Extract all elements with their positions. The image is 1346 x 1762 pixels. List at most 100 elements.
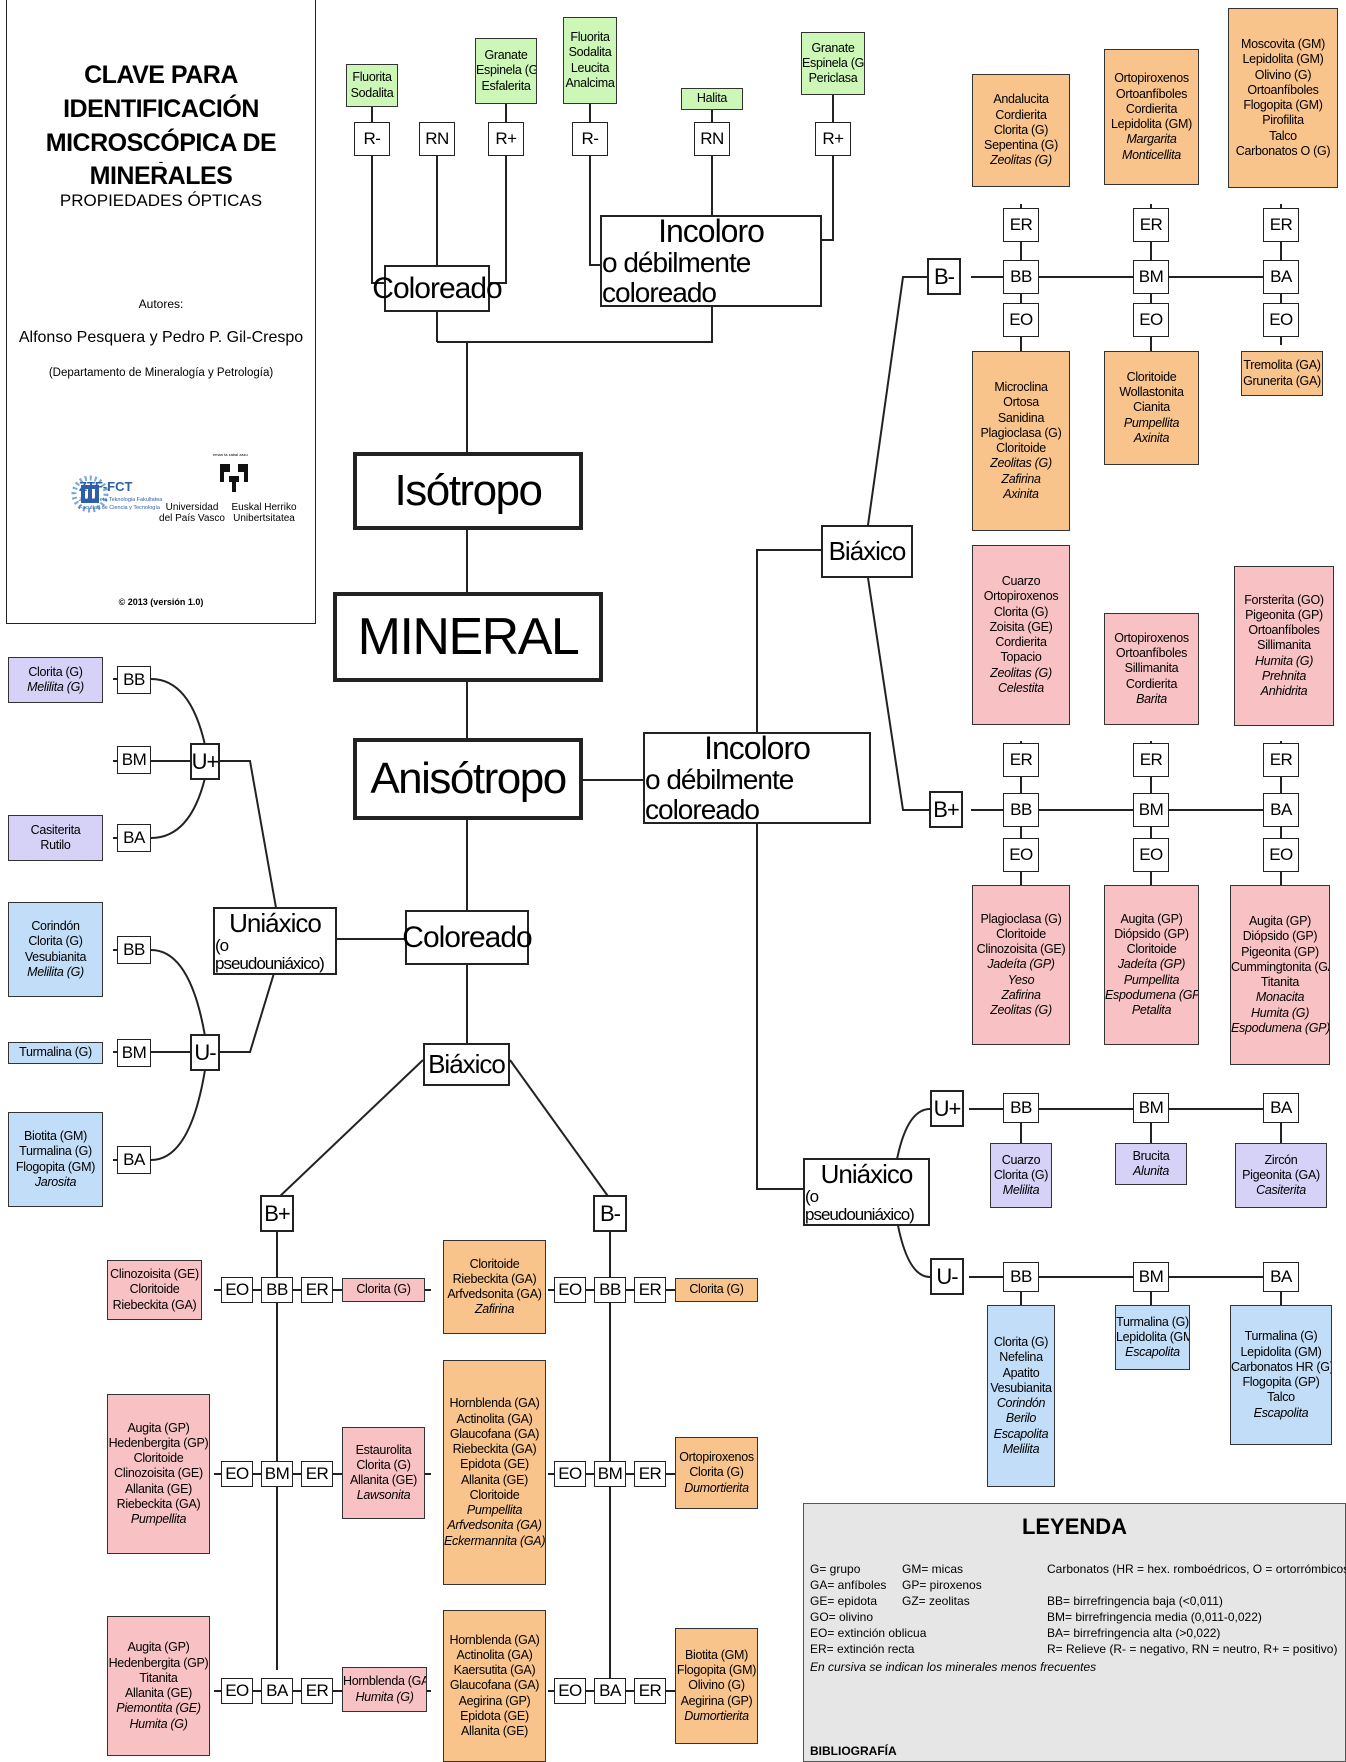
right-bminus: B-	[927, 258, 961, 295]
legend-gm: GM= micas	[902, 1562, 964, 1576]
mineral-item: Sepentina (G)	[984, 138, 1058, 153]
mineral-item: Piemontita (GE)	[116, 1701, 201, 1716]
node-left-biaxico: Biáxico	[423, 1043, 510, 1086]
cb-bp-ba-eo-code: EO	[221, 1678, 253, 1704]
right-bm-bb: BB	[1003, 260, 1039, 294]
mineral-item: Actinolita (GA)	[456, 1411, 533, 1426]
legend-bibliografia: BIBLIOGRAFÍA	[810, 1744, 897, 1758]
mineral-item: Titanita	[1260, 975, 1300, 989]
upv-eu-line1: Euskal Herriko	[231, 502, 297, 513]
mineral-item: Humita (G)	[1250, 1005, 1310, 1020]
mineral-item: Vesubianita	[990, 1380, 1052, 1395]
mineral-item: Escapolita	[993, 1426, 1049, 1441]
mineral-item: Brucita	[1132, 1148, 1170, 1163]
mineral-item: Hedenbergita (GP)	[108, 1655, 209, 1670]
right-bp-bm-eo: EO	[1133, 838, 1169, 872]
legend-go: GO= olivino	[810, 1610, 874, 1624]
mineral-item: Flogopita (GM)	[676, 1663, 757, 1678]
right-bp-bb-er: ER	[1003, 743, 1039, 777]
left-uminus: U-	[190, 1034, 220, 1071]
cb-bm-bm-eo-code: EO	[554, 1461, 586, 1487]
mineral-item: Hornblenda (GA)	[343, 1674, 426, 1689]
mineral-item: Jadeíta (GP)	[1117, 957, 1186, 972]
mineral-item: Zafirina	[1001, 987, 1041, 1002]
mineral-item: Olivino (G)	[1254, 67, 1312, 82]
minerals-bplus-ba-er: Forsterita (GO)Pigeonita (GP)Ortoanfíbol…	[1234, 566, 1334, 726]
mineral-item: Allanita (GE)	[461, 1724, 528, 1739]
mineral-item: Clorita (G)	[28, 664, 83, 679]
mineral-item: Ortoanfíboles	[1247, 82, 1319, 97]
mineral-item: Clorita (G)	[993, 1167, 1049, 1182]
mineral-item: Zircón	[1264, 1152, 1298, 1167]
minerals-left-uminus-bm: Turmalina (G)	[8, 1042, 103, 1064]
mineral-item: Cianita	[1133, 400, 1170, 415]
mineral-item: Arfvedsonita (GA)	[447, 1518, 542, 1533]
legend-gp: GP= piroxenos	[902, 1578, 982, 1592]
mineral-item: Espinela (G)	[476, 63, 536, 78]
mineral-item: Espodumena (GP)	[1231, 1020, 1329, 1035]
cb-bp-bb-eo-code: EO	[221, 1277, 253, 1303]
legend-bb: BB= birrefringencia baja (<0,011)	[1047, 1594, 1223, 1608]
right-bp-bb-eo: EO	[1003, 838, 1039, 872]
mineral-item: Clorita (G)	[689, 1282, 744, 1297]
node-left-uniaxico: Uniáxico (o pseudouniáxico)	[213, 907, 337, 975]
right-bm-bm-er: ER	[1133, 208, 1169, 242]
legend-er: ER= extinción recta	[810, 1642, 915, 1656]
mineral-item: Flogopita (GM)	[15, 1159, 96, 1174]
mineral-item: Sodalita	[350, 85, 394, 100]
mineral-item: Jadeíta (GP)	[987, 957, 1055, 972]
mineral-item: Ortopiroxenos	[983, 589, 1059, 604]
mineral-item: Glaucofana (GA)	[449, 1678, 540, 1693]
mineral-item: Clorita (G)	[689, 1465, 744, 1480]
mineral-item: Lepidolita (GM)	[1240, 1344, 1322, 1359]
mineral-item: Cloritoide	[1126, 369, 1177, 384]
upv-ehu-tree-icon	[220, 464, 248, 492]
mineral-item: Augita (GP)	[127, 1640, 190, 1655]
mineral-item: Esfalerita	[481, 78, 531, 93]
mineral-item: Espodumena (GP)	[1105, 987, 1198, 1002]
mineral-item: Fluorita	[570, 30, 610, 44]
mineral-item: Ortopiroxenos	[1114, 71, 1189, 86]
mineral-item: Cordierita	[1125, 676, 1178, 691]
authors-names: Alfonso Pesquera y Pedro P. Gil-Crespo	[18, 329, 304, 346]
mineral-item: Ortoanfíboles	[1115, 646, 1188, 661]
mineral-item: Turmalina (G)	[1244, 1329, 1318, 1344]
minerals-col-bminus-bm-eo: Hornblenda (GA)Actinolita (GA)Glaucofana…	[443, 1360, 546, 1585]
mineral-item: Aegirina (GP)	[680, 1693, 753, 1708]
right-bm-ba: BA	[1263, 260, 1299, 294]
iso-inc-rn: RN	[694, 122, 730, 156]
mineral-item: Zafirina	[474, 1302, 515, 1317]
cb-bm-bm-code: BM	[594, 1461, 626, 1487]
iso-incoloro-line1: Incoloro	[658, 212, 765, 249]
right-um-bm: BM	[1133, 1262, 1169, 1292]
iso-col-rn: RN	[419, 122, 455, 156]
mineral-item: Pigeonita (GP)	[1241, 944, 1319, 959]
mineral-item: Augita (GP)	[1248, 914, 1311, 928]
mineral-item: Escapolita	[1125, 1345, 1180, 1360]
mineral-item: Ortopiroxenos	[1114, 630, 1189, 645]
mineral-item: Barita	[1136, 691, 1167, 706]
cb-bp-bb-code: BB	[261, 1277, 293, 1303]
mineral-item: Sillimanita	[1257, 638, 1311, 653]
mineral-item: Hornblenda (GA)	[449, 1396, 540, 1411]
legend-g: G= grupo	[810, 1562, 861, 1576]
right-bm-bm: BM	[1133, 260, 1169, 294]
mineral-item: Carbonatos O (G)	[1235, 143, 1331, 158]
mineral-item: Anhidrita	[1260, 684, 1308, 699]
mineral-item: Riebeckita (GA)	[452, 1442, 537, 1456]
minerals-bplus-ba-eo: Augita (GP)Diópsido (GP)Pigeonita (GP)Cu…	[1230, 885, 1330, 1065]
mineral-item: Pigeonita (GP)	[1245, 607, 1323, 622]
mineral-item: Espinela (G)	[802, 55, 864, 70]
right-bp-ba-er: ER	[1263, 743, 1299, 777]
legend-r: R= Relieve (R- = negativo, RN = neutro, …	[1047, 1642, 1338, 1656]
mineral-item: Corindón	[31, 919, 80, 933]
